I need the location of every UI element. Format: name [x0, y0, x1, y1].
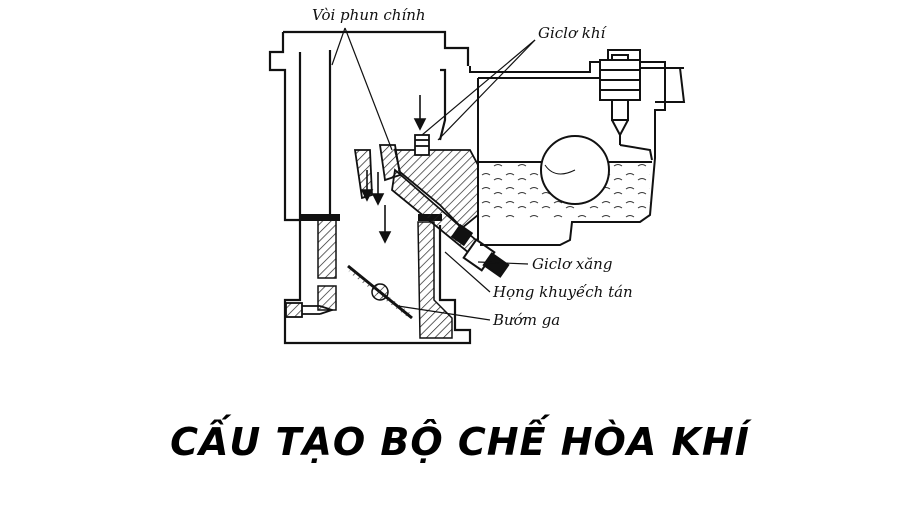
- label-air-jet: Giclơ khí: [538, 24, 608, 42]
- label-fuel-jet: Giclơ xăng: [532, 255, 612, 273]
- label-venturi: Họng khuyếch tán: [492, 283, 633, 301]
- idle-screw: [285, 302, 335, 318]
- throat-wall-right: [417, 221, 453, 339]
- label-throttle: Bướm ga: [492, 311, 560, 329]
- label-main-nozzle: Vòi phun chính: [312, 6, 426, 24]
- carburetor-body: [268, 30, 472, 345]
- fuel-jet-part: [450, 223, 510, 278]
- float-chamber: [469, 49, 686, 246]
- venturi-assembly: [353, 134, 490, 264]
- leader-lines: [331, 27, 536, 321]
- gasket-left: [300, 214, 340, 221]
- throat-wall-left: [317, 217, 337, 279]
- throttle-valve: [347, 264, 413, 320]
- flow-arrows: [360, 95, 427, 244]
- carburetor-diagram: Vòi phun chính Giclơ khí Giclơ xăng Họng…: [268, 6, 686, 345]
- throat-wall-left-lower: [317, 285, 337, 311]
- page-title: CẤU TẠO BỘ CHẾ HÒA KHÍ: [170, 420, 750, 464]
